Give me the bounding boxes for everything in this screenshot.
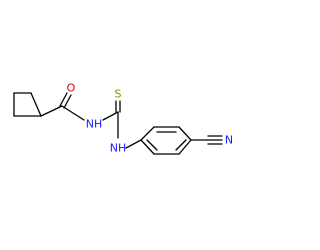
- bond-nh-phenyl: [125, 139, 142, 149]
- atom-label-nitrile-n: N: [225, 134, 233, 147]
- bond-benzene-inner-left: [146, 139, 158, 151]
- bond-benzene-3: [178, 126, 192, 141]
- bond-benzene-6: [140, 139, 155, 155]
- bond-carbonyl-double-b: [63, 94, 72, 109]
- bond-nh-thiocarbon: [102, 111, 119, 121]
- molecule-canvas: O NH S NH N: [13, 81, 234, 155]
- atom-label-oxygen: O: [67, 82, 76, 95]
- bond-ring-right: [30, 92, 42, 117]
- bond-benzene-inner-right: [175, 139, 187, 151]
- bonds-group: [13, 92, 223, 155]
- atom-label-amide-nh: NH: [86, 118, 103, 131]
- atom-label-sulfur: S: [115, 88, 122, 101]
- bond-benzene-4: [178, 139, 192, 155]
- bond-benzene-1: [140, 126, 155, 141]
- bond-carbonyl-nh: [61, 105, 85, 121]
- structure-drawing: O NH S NH N: [13, 82, 233, 155]
- atom-label-aniline-nh: NH: [110, 142, 127, 155]
- bond-carbonyl-double-a: [59, 92, 68, 107]
- atom-labels-group: O NH S NH N: [67, 82, 233, 155]
- bond-ring-carbonyl: [40, 105, 63, 117]
